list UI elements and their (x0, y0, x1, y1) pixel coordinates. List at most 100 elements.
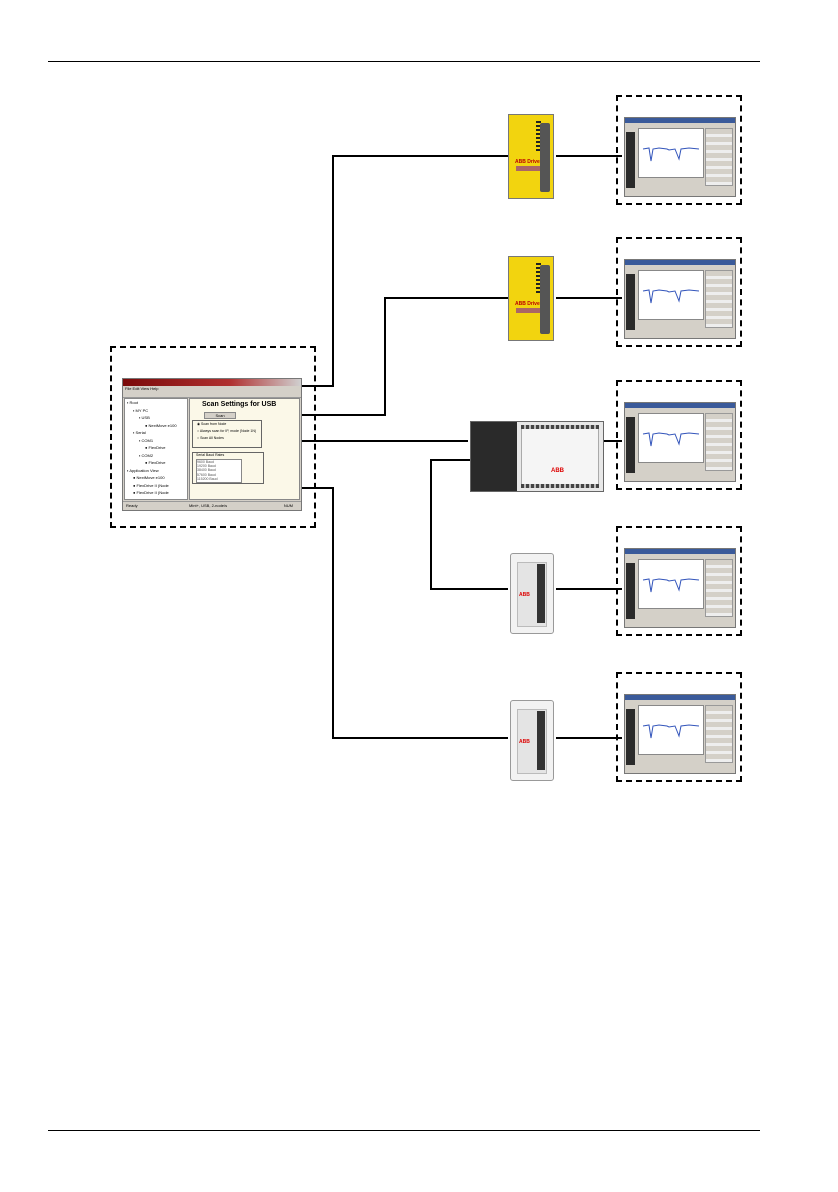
scope-sidebar (626, 417, 635, 473)
scope-sidebar (626, 132, 635, 188)
scope-titlebar (625, 260, 735, 265)
scope-window-3 (624, 402, 736, 482)
option-always-scan[interactable]: ○ Always scan for IP, mode (Node 1N) (197, 429, 257, 433)
wire-plc-device-4 (430, 459, 508, 590)
status-bar: Ready Mint+, USB, 2-node/s NUM (123, 501, 301, 510)
tree-item: ● NextMove e100 (145, 422, 177, 428)
scope-group-box-3 (616, 380, 742, 490)
scope-group-box-2 (616, 237, 742, 347)
plc-terminals-bottom (521, 484, 599, 488)
plc-controller: ABB (470, 421, 604, 492)
plc-io-module (521, 428, 599, 485)
scope-group-box-4 (616, 526, 742, 636)
scope-trace (642, 432, 700, 447)
scope-window-4 (624, 548, 736, 628)
window-titlebar (123, 379, 301, 386)
scope-controls (705, 559, 733, 617)
scope-titlebar (625, 695, 735, 700)
tree-item: ▪ COM1 (139, 437, 154, 443)
tree-item: ● NextMove e100 (133, 475, 165, 480)
tree-item: ● FlexDrive II (Node (133, 490, 169, 495)
pc-group-box (110, 346, 316, 528)
tree-item: ▪ USB (139, 415, 150, 420)
baud-rate-list[interactable]: 9600 Baud 19200 Baud 38400 Baud 57600 Ba… (196, 459, 242, 483)
baud-rate-item[interactable]: 115200 Baud (197, 476, 218, 481)
scope-group-box-5 (616, 672, 742, 782)
scope-trace (642, 724, 700, 739)
scope-window-2 (624, 259, 736, 339)
baud-group-label: Serial Baud Rates (196, 453, 225, 457)
scope-controls (705, 270, 733, 328)
scope-plot (638, 128, 704, 178)
scope-trace (642, 578, 700, 593)
scope-sidebar (626, 563, 635, 619)
baud-rate-group: Serial Baud Rates 9600 Baud 19200 Baud 3… (192, 452, 264, 484)
baud-rate-item[interactable]: 57600 Baud (197, 472, 216, 477)
yellow-drive-2: ABB Drive (508, 256, 554, 341)
tree-item: ● FlexDrive II (Node (133, 482, 169, 488)
connector-rail (540, 123, 550, 192)
tree-item: ● FlexDrive (145, 460, 166, 465)
scope-controls (705, 128, 733, 186)
tree-item: ▪ COM2 (139, 452, 154, 458)
white-drive-1: ABB (510, 553, 554, 634)
status-leds (536, 121, 541, 151)
status-num: NUM (283, 503, 293, 508)
status-connection: Mint+, USB, 2-node/s (189, 503, 228, 508)
workbench-window: File Edit View Help ▪ Root ▪ MY PC ▪ USB… (122, 378, 302, 511)
tree-item: ● FlexDrive (145, 445, 166, 450)
scope-sidebar (626, 274, 635, 330)
tree-item: ▪ Serial (133, 430, 146, 435)
scan-settings-panel: Scan Settings for USB Scan ◉ Scan from N… (189, 398, 300, 500)
white-drive-2: ABB (510, 700, 554, 781)
drive-brand: ABB Drive (515, 301, 540, 307)
scope-controls (705, 705, 733, 763)
option-scan-from-node[interactable]: ◉ Scan from Node (197, 422, 227, 426)
menu-bar[interactable]: File Edit View Help (125, 386, 159, 391)
drive-label-plate (516, 308, 540, 313)
wire-pc-device-1 (301, 155, 508, 387)
scan-options-group: ◉ Scan from Node ○ Always scan for IP, m… (192, 420, 262, 448)
drive-connector-stripe (537, 564, 545, 623)
scope-trace (642, 289, 700, 304)
status-ready: Ready (126, 503, 138, 508)
scope-window-1 (624, 117, 736, 197)
drive-brand: ABB (519, 739, 530, 745)
tree-item: ▪ Root (127, 400, 138, 405)
scope-sidebar (626, 709, 635, 765)
scope-titlebar (625, 118, 735, 123)
wire-pc-device-2 (301, 297, 508, 416)
status-leds (536, 263, 541, 293)
wire-pc-device-5 (301, 487, 508, 739)
scope-trace (642, 147, 700, 162)
drive-brand: ABB (519, 592, 530, 598)
scope-group-box-1 (616, 95, 742, 205)
baud-rate-item[interactable]: 19200 Baud (197, 464, 216, 469)
scope-plot (638, 559, 704, 609)
baud-rate-item[interactable]: 38400 Baud (197, 468, 216, 473)
tree-item: ▪ Application View (127, 467, 159, 473)
scope-controls (705, 413, 733, 471)
option-scan-all[interactable]: ○ Scan All Nodes (197, 436, 224, 440)
scope-plot (638, 705, 704, 755)
baud-rate-item[interactable]: 9600 Baud (197, 460, 214, 464)
scan-button[interactable]: Scan (204, 412, 236, 419)
drive-connector-stripe (537, 711, 545, 770)
scope-titlebar (625, 403, 735, 408)
plc-cpu-module (471, 422, 517, 491)
drive-label-plate (516, 166, 540, 171)
connector-rail (540, 265, 550, 334)
drive-brand: ABB Drive (515, 159, 540, 165)
top-rule (48, 61, 760, 62)
tree-item: ▪ MY PC (133, 407, 149, 413)
bottom-rule (48, 1130, 760, 1131)
panel-title: Scan Settings for USB (202, 401, 277, 408)
toolbar[interactable] (123, 391, 301, 398)
scope-titlebar (625, 549, 735, 554)
plc-brand: ABB (551, 468, 564, 474)
yellow-drive-1: ABB Drive (508, 114, 554, 199)
scope-plot (638, 413, 704, 463)
connection-tree[interactable]: ▪ Root ▪ MY PC ▪ USB ● NextMove e100 ▪ S… (124, 398, 188, 500)
plc-terminals-top (521, 425, 599, 429)
